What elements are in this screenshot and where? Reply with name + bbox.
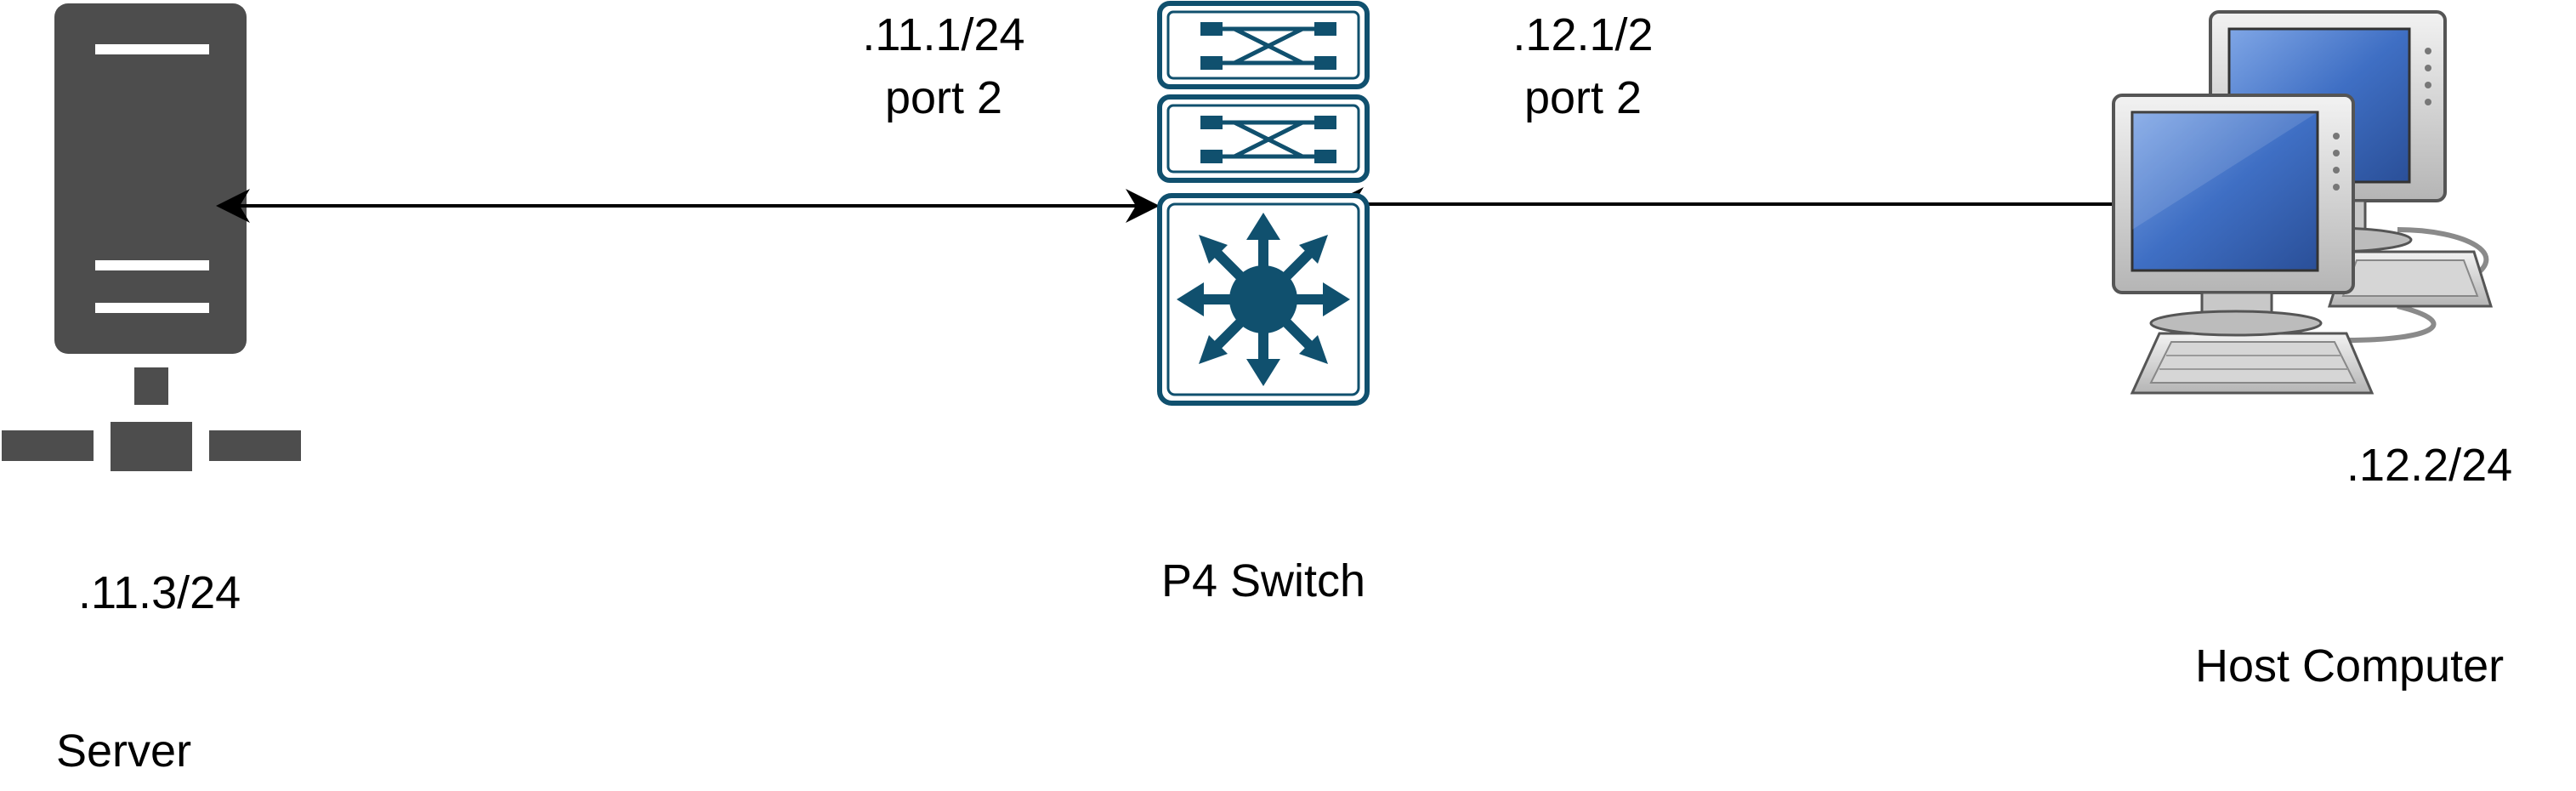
switch-left-ip-label: .11.1/24 <box>862 9 1025 60</box>
server-name-label: Server <box>56 726 192 777</box>
host-name-label: Host Computer <box>2195 640 2505 691</box>
server-icon <box>2 3 301 471</box>
switch-icon <box>1157 1 1370 406</box>
server-ip-label: .11.3/24 <box>78 567 241 618</box>
switch-right-ip-label: .12.1/2 <box>1512 9 1654 60</box>
host-ip-label: .12.2/24 <box>2346 440 2513 491</box>
desktop-computers-icon <box>2112 10 2494 395</box>
switch-left-port-label: port 2 <box>884 72 1003 123</box>
switch-name-label: P4 Switch <box>1160 555 1366 606</box>
switch-right-port-label: port 2 <box>1523 72 1643 123</box>
